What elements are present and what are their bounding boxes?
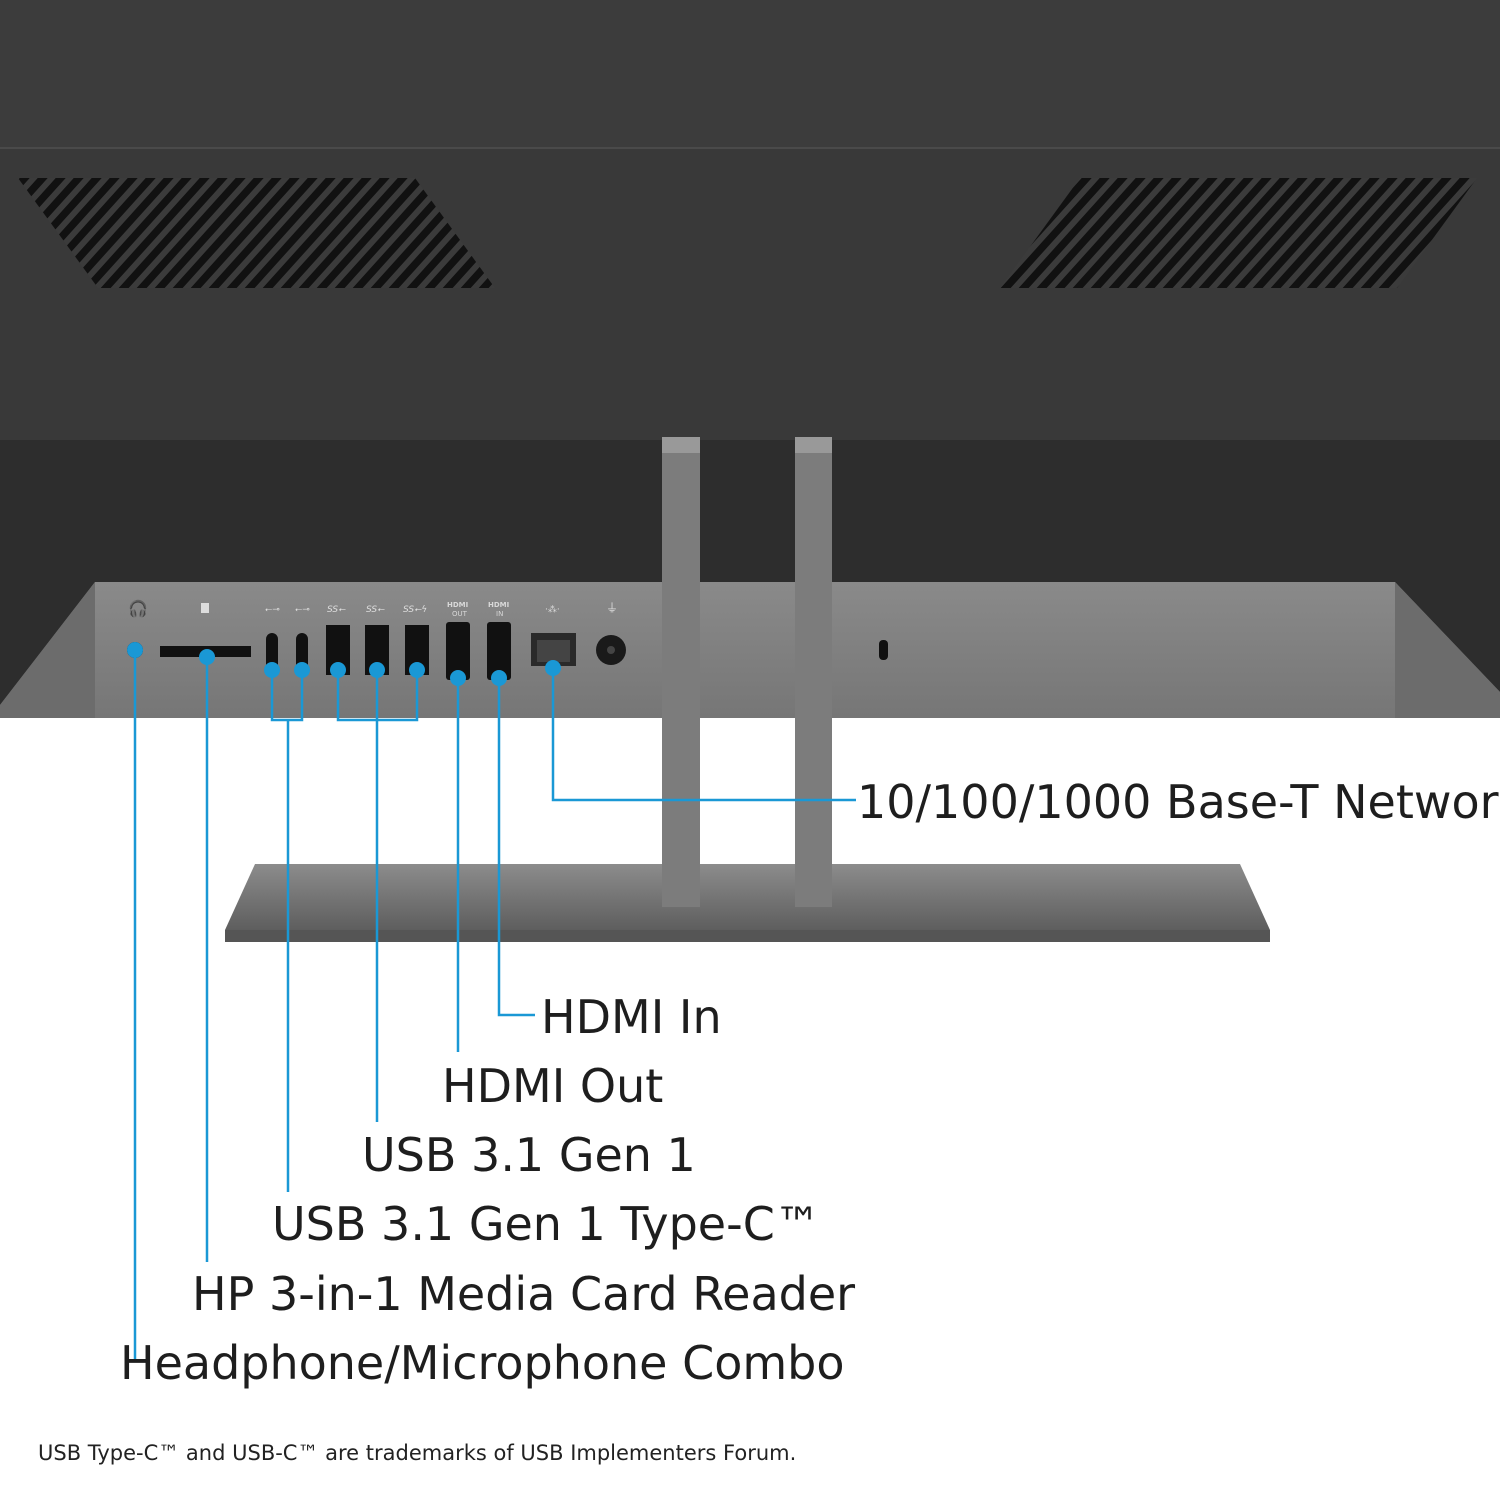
callout-hdmi-out: HDMI Out [442,1059,663,1113]
vent-left [18,178,495,288]
port-bar [0,582,1500,718]
network-icon: ·⁂· [545,604,560,615]
hdmi-out-sublabel: OUT [452,610,468,618]
sd-card-icon [201,603,209,613]
callout-hdmi-in: HDMI In [541,990,722,1044]
headphone-icon: 🎧 [128,599,148,618]
callout-headphone: Headphone/Microphone Combo [120,1336,845,1390]
vent-right [1000,178,1477,288]
stand-post-right [795,437,832,907]
usb-icon: ⭠⊸ [265,605,280,615]
callout-usb-a: USB 3.1 Gen 1 [362,1128,696,1182]
hdmi-out-port: HDMI OUT [446,601,470,680]
stand-post-left [662,437,700,907]
hdmi-in-label: HDMI [488,601,509,609]
usb-ss-charge-icon: SS⭠ϟ [403,605,427,615]
hdmi-in-port: HDMI IN [487,601,511,680]
monitor-back-upper [0,0,1500,148]
usb-ss-icon: SS⭠ [366,605,385,615]
footnote: USB Type-C™ and USB-C™ are trademarks of… [38,1441,796,1465]
usb-icon: ⭠⊸ [295,605,310,615]
stand-base [225,864,1270,930]
power-icon: ⏚ [606,601,618,615]
hdmi-in-sublabel: IN [496,610,503,618]
security-lock-slot [879,640,888,660]
usb-a-ports: SS⭠ SS⭠ SS⭠ϟ [326,605,429,675]
usb-ss-icon: SS⭠ [327,605,346,615]
callout-network: 10/100/1000 Base-T Network [857,775,1500,829]
power-port: ⏚ [596,601,626,665]
callout-card-reader: HP 3-in-1 Media Card Reader [192,1267,855,1321]
hdmi-out-label: HDMI [447,601,468,609]
callout-usb-c: USB 3.1 Gen 1 Type-C™ [272,1197,821,1251]
callout-lines [127,642,856,1360]
